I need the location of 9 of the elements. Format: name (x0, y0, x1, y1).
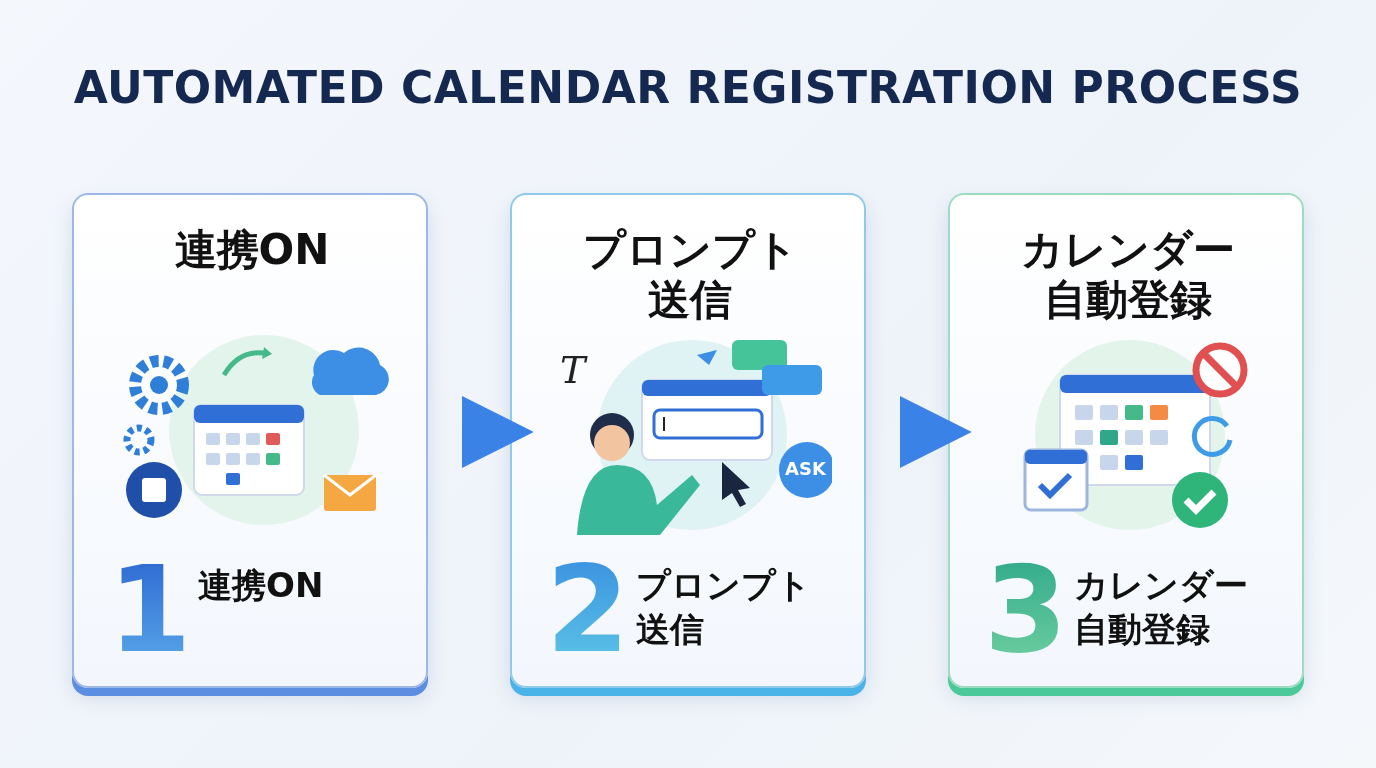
title: AUTOMATED CALENDAR REGISTRATION PROCESS (72, 62, 1304, 113)
step-heading: 連携ON (173, 225, 331, 275)
step-caption: プロンプト送信 (636, 564, 812, 651)
step-caption: カレンダー自動登録 (1074, 564, 1249, 651)
step-heading: カレンダー自動登録 (1020, 225, 1236, 325)
step-caption: 連携ON (198, 564, 325, 607)
speech-bubble-text: ASK (785, 458, 826, 479)
letter-icon-label: T (560, 348, 586, 392)
step-heading: プロンプト送信 (581, 225, 799, 325)
